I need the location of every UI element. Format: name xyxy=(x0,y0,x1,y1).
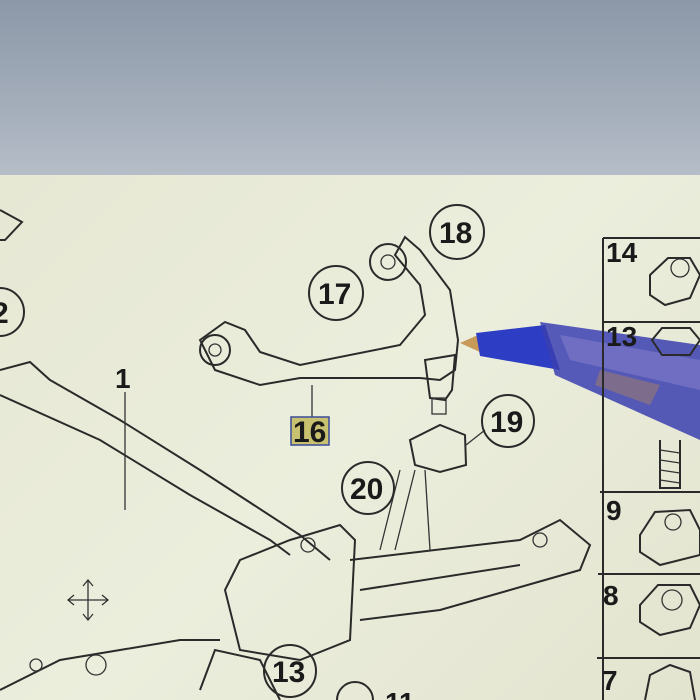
subframe-drawing xyxy=(0,360,592,700)
callout-16-selected[interactable]: 16 xyxy=(290,416,330,449)
control-arm-drawing xyxy=(198,235,460,418)
svg-text:17: 17 xyxy=(318,278,351,311)
parts-diagram-screen xyxy=(0,175,700,700)
svg-text:9: 9 xyxy=(606,495,622,526)
monitor-bezel xyxy=(0,0,700,178)
callout-18[interactable]: 18 xyxy=(429,204,485,260)
svg-text:16: 16 xyxy=(293,416,326,449)
svg-text:18: 18 xyxy=(439,217,472,250)
callout-19[interactable]: 19 xyxy=(481,394,535,448)
svg-text:13: 13 xyxy=(606,321,637,352)
svg-text:11: 11 xyxy=(385,687,415,700)
bracket-drawing xyxy=(379,423,486,551)
svg-text:2: 2 xyxy=(0,297,9,330)
parts-panel: 14 13 9 8 7 xyxy=(597,237,700,700)
callout-1[interactable]: 1 xyxy=(115,363,131,394)
callout-20[interactable]: 20 xyxy=(341,461,395,515)
callout-11[interactable]: 11 xyxy=(336,681,415,700)
svg-text:13: 13 xyxy=(272,656,305,689)
parts-panel-item-14[interactable]: 14 xyxy=(606,237,700,307)
svg-text:8: 8 xyxy=(603,580,619,611)
svg-text:7: 7 xyxy=(602,665,618,696)
svg-text:20: 20 xyxy=(350,473,383,506)
parts-panel-item-8[interactable]: 8 xyxy=(603,580,700,637)
parts-panel-item-13[interactable]: 13 xyxy=(606,321,700,489)
parts-panel-item-7[interactable]: 7 xyxy=(602,663,696,700)
move-icon[interactable] xyxy=(66,578,110,622)
callout-arrow-top-left xyxy=(0,209,24,241)
callout-13[interactable]: 13 xyxy=(263,644,317,698)
svg-text:14: 14 xyxy=(606,237,638,268)
svg-text:19: 19 xyxy=(490,406,523,439)
parts-panel-item-9[interactable]: 9 xyxy=(606,495,700,567)
callout-17[interactable]: 17 xyxy=(308,265,364,321)
callout-2[interactable]: 2 xyxy=(0,287,25,337)
